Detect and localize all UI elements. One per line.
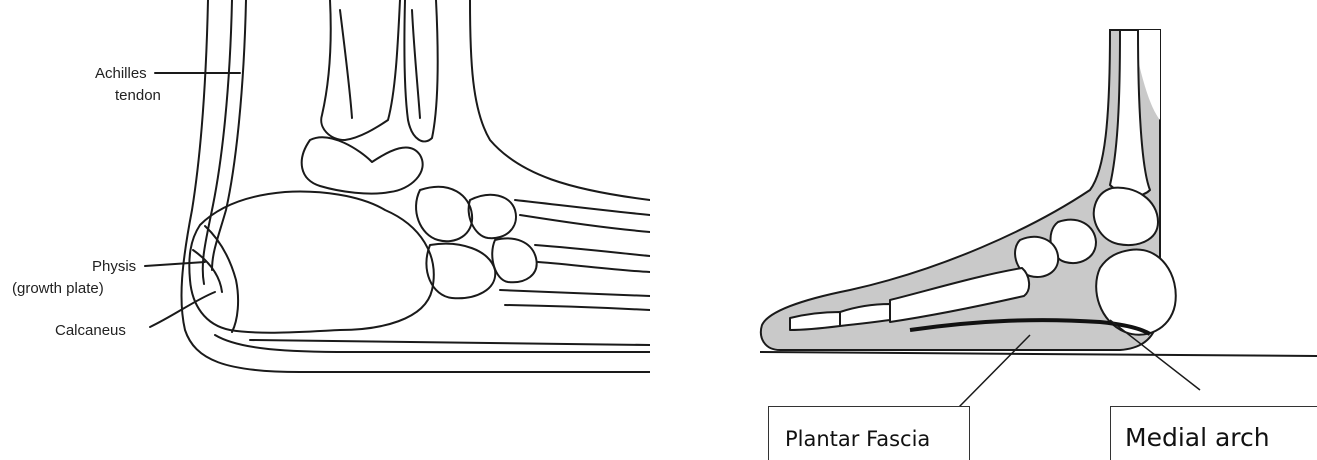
metatarsal-1 [515,200,650,215]
heel-anatomy-illustration: Achilles tendon Physis (growth plate) Ca… [0,0,650,459]
achilles-label-line2: tendon [115,87,161,104]
metatarsal-3 [500,290,650,296]
cuneiform-2 [492,238,536,282]
navicular [416,187,472,241]
plantar-fascia-label-box: Plantar Fascia [768,406,970,460]
fibula [404,0,437,141]
medial-arch-label: Medial arch [1125,423,1270,452]
metatarsal-2 [535,245,650,256]
foot-arch-illustration [740,0,1317,459]
physis-label-line2: (growth plate) [12,280,104,297]
calcaneus-label: Calcaneus [55,322,126,339]
tibia [321,0,400,140]
physis-leader [145,262,205,266]
physis [205,226,238,332]
shin-front [470,0,650,200]
cuneiform-1 [469,195,516,238]
talus [302,137,423,193]
plantar-fascia-label: Plantar Fascia [785,427,930,451]
medial-arch-label-box: Medial arch [1110,406,1317,460]
cuboid [426,244,495,299]
foot-arch-diagram [740,0,1317,459]
ground-line [760,352,1317,356]
physis-label-line1: Physis [92,258,136,275]
heel-anatomy-diagram: Achilles tendon Physis (growth plate) Ca… [0,0,650,459]
achilles-label-line1: Achilles [95,65,147,82]
